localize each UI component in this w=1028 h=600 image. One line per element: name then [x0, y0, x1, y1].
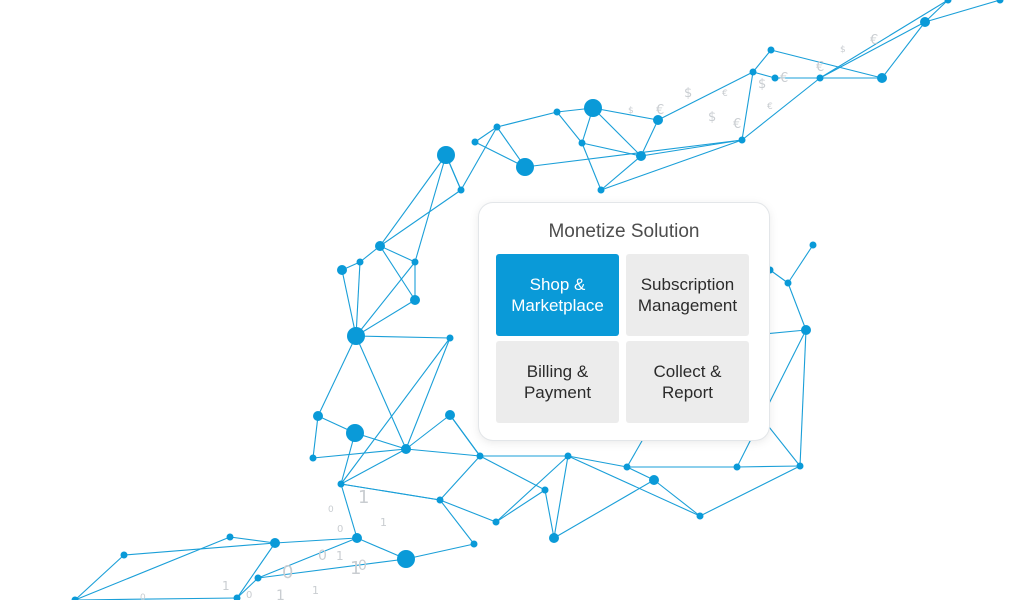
svg-text:$: $ — [840, 45, 846, 55]
svg-text:0: 0 — [328, 505, 334, 515]
svg-text:1: 1 — [312, 584, 319, 597]
svg-text:$: $ — [708, 110, 716, 125]
svg-text:1: 1 — [358, 487, 369, 508]
svg-text:0: 0 — [337, 524, 343, 535]
svg-text:0: 0 — [282, 562, 293, 583]
svg-text:$: $ — [684, 86, 692, 101]
svg-text:€: € — [722, 89, 728, 99]
svg-text:€: € — [816, 60, 824, 75]
monetize-solution-panel: Monetize Solution Shop & Marketplace Sub… — [479, 203, 769, 440]
svg-text:1: 1 — [350, 558, 361, 579]
svg-text:€: € — [780, 71, 788, 86]
svg-text:$: $ — [758, 77, 766, 92]
collect-report-tile[interactable]: Collect & Report — [626, 341, 749, 423]
svg-text:0: 0 — [246, 590, 252, 600]
subscription-management-tile[interactable]: Subscription Management — [626, 254, 749, 336]
svg-text:0: 0 — [358, 558, 367, 574]
svg-text:€: € — [733, 117, 741, 132]
svg-text:€: € — [870, 33, 878, 48]
svg-text:€: € — [656, 103, 664, 118]
panel-title: Monetize Solution — [548, 221, 700, 242]
svg-text:$: $ — [628, 106, 634, 116]
svg-text:1: 1 — [222, 579, 230, 593]
billing-payment-tile[interactable]: Billing & Payment — [496, 341, 619, 423]
svg-text:€: € — [767, 102, 773, 112]
svg-text:1: 1 — [380, 516, 387, 529]
svg-text:1: 1 — [336, 549, 344, 563]
svg-text:1: 1 — [276, 588, 285, 600]
shop-marketplace-tile[interactable]: Shop & Marketplace — [496, 254, 619, 336]
svg-text:0: 0 — [318, 548, 327, 564]
svg-text:0: 0 — [140, 593, 146, 600]
